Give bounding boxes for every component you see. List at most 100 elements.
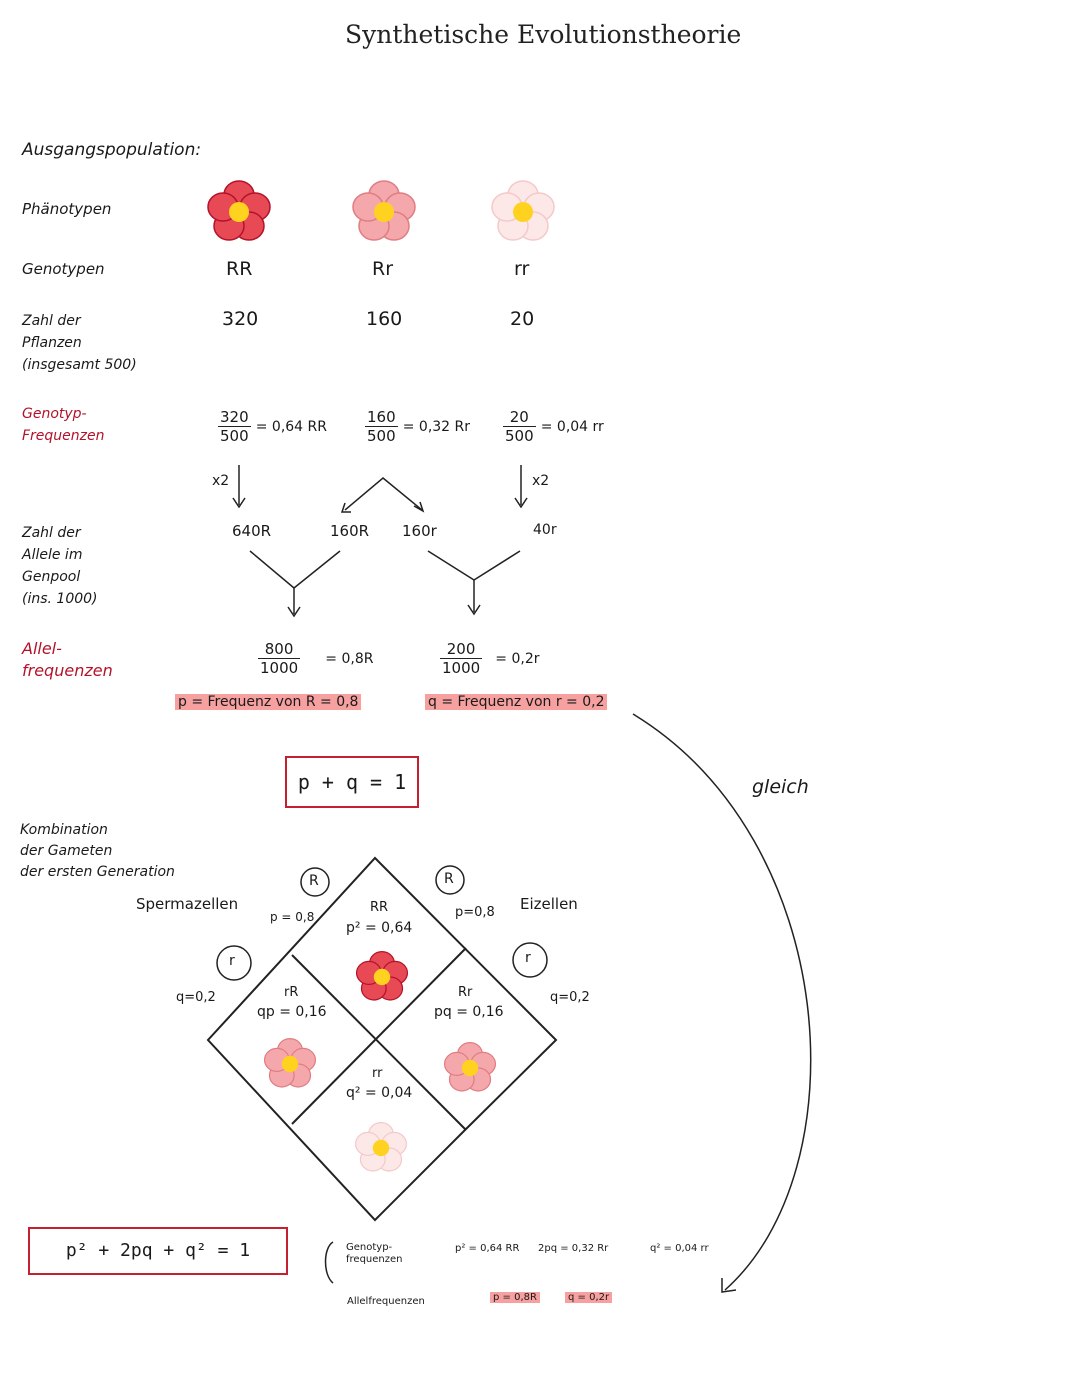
p-definition-note: p = Frequenz von R = 0,8	[175, 694, 362, 710]
p-left-value: p = 0,8	[270, 910, 315, 924]
count-rr-recessive: 20	[510, 308, 535, 330]
result: = 0,8R	[325, 651, 374, 667]
row-label-count-line: (insgesamt 500)	[22, 357, 137, 373]
row-label-line: Genpool	[22, 569, 81, 585]
row-label-line: Genotyp-	[22, 406, 87, 422]
allele-count-160R: 160R	[330, 522, 370, 540]
summary-p: p = 0,8R	[490, 1292, 540, 1303]
page-title: Synthetische Evolutionstheorie	[345, 20, 742, 49]
gamete-circles	[216, 865, 548, 981]
flower-pink-icon	[443, 1041, 497, 1092]
section-heading: Ausgangspopulation:	[22, 140, 202, 160]
flower-white-icon	[354, 1121, 408, 1172]
combination-label-line: der Gameten	[20, 843, 113, 859]
result: = 0,2r	[495, 651, 540, 667]
genotype-rr-dominant: RR	[226, 258, 253, 280]
result: = 0,32 Rr	[402, 419, 471, 435]
equation-box-p-plus-q: p + q = 1	[285, 756, 419, 808]
genotype-rr-recessive: rr	[514, 258, 530, 280]
row-label-genotypes: Genotypen	[22, 260, 105, 278]
numerator: 800	[258, 640, 301, 659]
gamete-r-right: r	[525, 950, 531, 966]
cell-right-frequency: pq = 0,16	[434, 1004, 504, 1020]
row-label-line: Frequenzen	[22, 428, 105, 444]
summary-2pq: 2pq = 0,32 Rr	[538, 1243, 609, 1254]
flower-pink-icon	[352, 180, 416, 241]
flower-pink-icon	[263, 1037, 317, 1088]
denominator: 1000	[442, 659, 481, 677]
flower-red-icon	[207, 180, 271, 241]
summary-label-line: frequenzen	[346, 1254, 403, 1265]
equation-box-hardy-weinberg: p² + 2pq + q² = 1	[28, 1227, 288, 1275]
gamete-R-left: R	[309, 873, 319, 889]
combination-label-line: Kombination	[20, 822, 108, 838]
cell-bottom-frequency: q² = 0,04	[346, 1085, 413, 1101]
numerator: 200	[440, 640, 483, 659]
count-heterozygous: 160	[366, 308, 403, 330]
summary-label-line: Genotyp-	[346, 1242, 393, 1253]
row-label-line: Allele im	[22, 547, 83, 563]
result: = 0,04 rr	[540, 419, 604, 435]
row-label-line: Zahl der	[22, 525, 81, 541]
count-rr-dominant: 320	[222, 308, 259, 330]
row-label-line: Allel-	[22, 639, 62, 658]
egg-cells-label: Eizellen	[520, 895, 578, 913]
row-label-count: Zahl der Pflanzen (insgesamt 500)	[22, 310, 137, 376]
numerator: 320	[218, 408, 251, 427]
row-label-line: (ins. 1000)	[22, 591, 98, 607]
flow-arrows	[232, 465, 812, 1293]
side-note-gleich: gleich	[752, 776, 809, 798]
result: = 0,64 RR	[255, 419, 327, 435]
punnett-diamond	[206, 856, 558, 1222]
row-label-genotype-frequencies: Genotyp- Frequenzen	[22, 403, 105, 447]
sperm-cells-label: Spermazellen	[136, 895, 239, 913]
cell-top-frequency: p² = 0,64	[346, 920, 413, 936]
q-right-value: q=0,2	[550, 990, 590, 1005]
flower-white-icon	[491, 180, 555, 241]
flower-red-icon	[355, 950, 409, 1001]
allele-count-40r: 40r	[533, 522, 557, 538]
row-label-count-line: Pflanzen	[22, 335, 82, 351]
summary-p2: p² = 0,64 RR	[455, 1243, 520, 1254]
cell-right-genotype: Rr	[458, 985, 473, 1000]
row-label-count-line: Zahl der	[22, 313, 81, 329]
cell-left-frequency: qp = 0,16	[257, 1004, 327, 1020]
cell-left-genotype: rR	[284, 985, 299, 1000]
combination-label: Kombination der Gameten der ersten Gener…	[20, 820, 175, 883]
q-left-value: q=0,2	[176, 990, 216, 1005]
denominator: 500	[367, 427, 396, 445]
genotype-heterozygous: Rr	[372, 258, 394, 280]
denominator: 1000	[260, 659, 299, 677]
row-label-allele-count: Zahl der Allele im Genpool (ins. 1000)	[22, 522, 98, 610]
summary-allelefreq-label: Allelfrequenzen	[347, 1296, 425, 1307]
summary-genofreq-label: Genotyp- frequenzen	[346, 1242, 402, 1266]
summary-q2: q² = 0,04 rr	[650, 1243, 709, 1254]
row-label-allele-frequencies: Allel- frequenzen	[22, 638, 113, 682]
summary-q: q = 0,2r	[565, 1292, 613, 1303]
allele-count-640R: 640R	[232, 522, 272, 540]
row-label-phenotypes: Phänotypen	[22, 200, 112, 218]
denominator: 500	[220, 427, 249, 445]
row-label-line: frequenzen	[22, 661, 113, 680]
numerator: 160	[365, 408, 398, 427]
cell-top-genotype: RR	[370, 900, 389, 915]
multiplier-left: x2	[212, 473, 230, 489]
p-right-value: p=0,8	[455, 905, 495, 920]
summary-bracket	[324, 1241, 334, 1284]
allele-count-160r: 160r	[402, 522, 437, 540]
cell-bottom-genotype: rr	[372, 1066, 383, 1081]
combination-label-line: der ersten Generation	[20, 864, 175, 880]
gamete-R-right: R	[444, 871, 454, 887]
multiplier-right: x2	[532, 473, 550, 489]
